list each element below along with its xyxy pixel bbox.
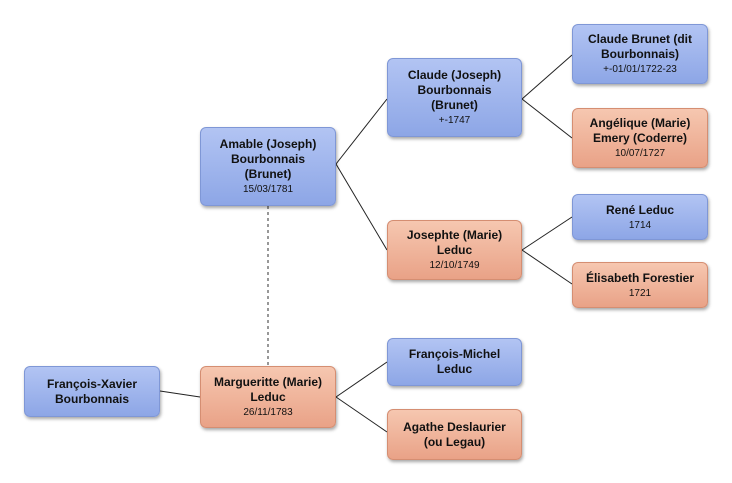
- person-date: +-01/01/1722-23: [603, 64, 677, 75]
- person-name: Claude (Joseph) Bourbonnais (Brunet): [407, 68, 502, 112]
- link-amable-parents: [335, 98, 388, 165]
- person-date: 15/03/1781: [242, 184, 294, 195]
- person-amable[interactable]: Amable (Joseph) Bourbonnais (Brunet) 15/…: [200, 127, 336, 206]
- person-francois-xavier[interactable]: François-Xavier Bourbonnais: [24, 366, 160, 417]
- person-name: Claude Brunet (dit Bourbonnais): [588, 32, 692, 61]
- person-name: Amable (Joseph) Bourbonnais (Brunet): [219, 137, 317, 181]
- person-agathe[interactable]: Agathe Deslaurier (ou Legau): [387, 409, 522, 460]
- person-date: +-1747: [438, 115, 471, 126]
- person-name: François-Xavier Bourbonnais: [46, 376, 138, 406]
- link-fx-marg: [159, 390, 201, 398]
- person-claude-brunet[interactable]: Claude Brunet (dit Bourbonnais) +-01/01/…: [572, 24, 708, 84]
- person-name: Josephte (Marie) Leduc: [406, 228, 503, 257]
- person-name: Agathe Deslaurier (ou Legau): [403, 419, 506, 449]
- person-name: René Leduc: [605, 202, 674, 217]
- link-marg-parents: [335, 361, 388, 398]
- person-name: François-Michel Leduc: [408, 347, 501, 376]
- person-date: 10/07/1727: [614, 148, 666, 159]
- person-date: 1714: [628, 219, 652, 231]
- person-angelique[interactable]: Angélique (Marie) Emery (Coderre) 10/07/…: [572, 108, 708, 168]
- person-josephte[interactable]: Josephte (Marie) Leduc 12/10/1749: [387, 220, 522, 280]
- person-rene-leduc[interactable]: René Leduc 1714: [572, 194, 708, 240]
- link-josephte-parents: [521, 216, 573, 251]
- person-claude-joseph[interactable]: Claude (Joseph) Bourbonnais (Brunet) +-1…: [387, 58, 522, 137]
- person-francois-michel[interactable]: François-Michel Leduc: [387, 338, 522, 386]
- person-date: 26/11/1783: [243, 407, 293, 418]
- person-date: 12/10/1749: [429, 260, 480, 271]
- person-name: Élisabeth Forestier: [585, 270, 695, 285]
- person-margueritte[interactable]: Margueritte (Marie) Leduc 26/11/1783: [200, 366, 336, 428]
- person-name: Angélique (Marie) Emery (Coderre): [589, 116, 691, 145]
- person-date: 1721: [628, 287, 652, 299]
- person-elisabeth[interactable]: Élisabeth Forestier 1721: [572, 262, 708, 308]
- link-claude-parents: [521, 54, 573, 100]
- person-name: Margueritte (Marie) Leduc: [213, 375, 323, 404]
